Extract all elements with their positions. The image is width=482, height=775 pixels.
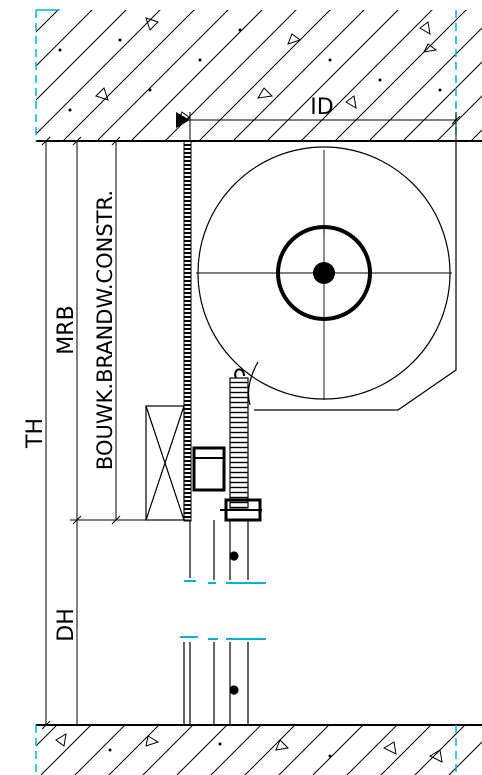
guide-rail-upper	[189, 520, 249, 580]
coil-housing	[254, 141, 457, 411]
aggregate-marks-bottom	[55, 733, 443, 763]
label-id: ID	[310, 95, 333, 120]
label-dh: DH	[54, 608, 79, 641]
break-marks-lower	[180, 636, 266, 640]
fire-wall-box	[145, 405, 185, 521]
curtain-roll	[196, 146, 452, 400]
label-mrb: MRB	[54, 305, 79, 354]
curtain-feed-curve	[247, 361, 259, 406]
guide-rail-lower	[183, 642, 249, 725]
spring-mechanism	[192, 368, 262, 522]
label-th: TH	[23, 418, 48, 449]
label-bouwk: BOUWK.BRANDW.CONSTR.	[93, 190, 117, 470]
dimension-lines	[38, 112, 461, 730]
break-marks-upper	[184, 580, 266, 584]
bottom-floor-slab	[35, 724, 482, 775]
wall-slat-strip	[183, 140, 192, 522]
top-concrete-lintel	[35, 9, 482, 142]
dimension-arrow-id	[176, 112, 190, 128]
